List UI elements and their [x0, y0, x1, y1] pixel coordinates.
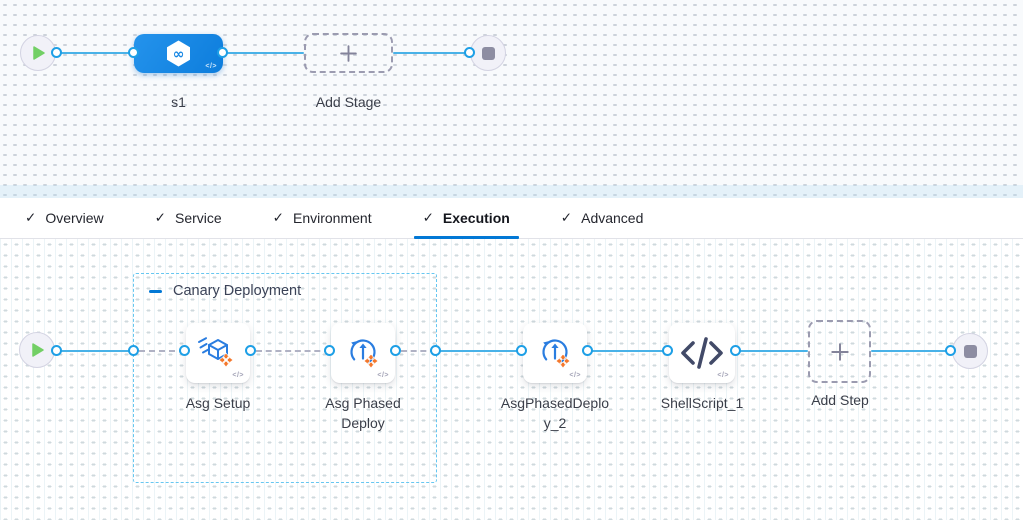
- node-port[interactable]: [662, 345, 673, 356]
- check-icon: ✓: [422, 210, 434, 226]
- group-title: Canary Deployment: [173, 283, 302, 299]
- tab-service[interactable]: ✓ Service: [146, 198, 231, 238]
- check-icon: ✓: [154, 210, 166, 226]
- tab-advanced[interactable]: ✓ Advanced: [552, 198, 653, 238]
- step-card-asg-phased-deploy[interactable]: </>: [331, 323, 395, 383]
- node-port[interactable]: [430, 345, 441, 356]
- node-port[interactable]: [582, 345, 593, 356]
- connector-line: [436, 350, 522, 352]
- stage-graph-canvas[interactable]: ∞ </> s1 Add Stage: [0, 0, 1023, 198]
- step-code-badge: </>: [569, 372, 581, 379]
- shell-script-code-icon: [681, 337, 723, 369]
- connector-line: [223, 52, 304, 54]
- svg-text:∞: ∞: [173, 47, 185, 63]
- node-port[interactable]: [516, 345, 527, 356]
- connector-line: [588, 350, 668, 352]
- node-port[interactable]: [51, 345, 62, 356]
- stop-icon: [481, 46, 495, 60]
- step-label: Asg Setup: [185, 395, 251, 411]
- node-port[interactable]: [179, 345, 190, 356]
- node-port[interactable]: [245, 345, 256, 356]
- execution-graph-canvas[interactable]: Canary Deployment: [0, 239, 1023, 520]
- dashed-connector-line: [139, 350, 185, 352]
- check-icon: ✓: [560, 210, 573, 226]
- connector-line: [57, 350, 134, 352]
- node-port[interactable]: [945, 345, 956, 356]
- canary-deployment-group-header: Canary Deployment: [149, 283, 301, 299]
- connector-line: [393, 52, 470, 54]
- node-port[interactable]: [730, 345, 741, 356]
- stage-name-label: s1: [171, 94, 186, 110]
- node-port[interactable]: [128, 47, 139, 58]
- stage-node-s1[interactable]: ∞ </>: [134, 34, 223, 73]
- pipeline-start-node: [20, 35, 56, 71]
- stage-code-badge: </>: [205, 63, 217, 70]
- step-card-shellscript-1[interactable]: </>: [669, 323, 735, 383]
- deploy-stage-hexagon-icon: ∞: [167, 40, 190, 67]
- step-label: ShellScript_1: [660, 395, 744, 411]
- execution-end-node: [952, 333, 988, 369]
- add-step-button[interactable]: [808, 320, 871, 383]
- asg-setup-launch-cube-icon: [198, 337, 234, 368]
- dashed-connector-line: [256, 350, 330, 352]
- connector-line: [871, 350, 951, 352]
- pipeline-end-node: [470, 35, 506, 71]
- node-port[interactable]: [128, 345, 139, 356]
- node-port[interactable]: [324, 345, 335, 356]
- step-code-badge: </>: [377, 372, 389, 379]
- asg-phased-deploy-circle-arrow-icon: [542, 339, 571, 369]
- tab-label: Execution: [442, 210, 510, 226]
- tab-environment[interactable]: ✓ Environment: [264, 198, 381, 238]
- dashed-connector-line: [401, 350, 436, 352]
- asg-phased-deploy-circle-arrow-icon: [350, 339, 379, 369]
- step-label: AsgPhasedDeploy_2: [500, 395, 610, 431]
- tab-label: Environment: [292, 210, 372, 226]
- step-card-asg-phased-deploy-2[interactable]: </>: [523, 323, 587, 383]
- node-port[interactable]: [51, 47, 62, 58]
- canary-deployment-group-box: [133, 273, 437, 483]
- add-stage-label: Add Stage: [315, 94, 382, 110]
- step-card-asg-setup[interactable]: </>: [186, 323, 250, 383]
- play-icon: [33, 46, 45, 60]
- connector-line: [736, 350, 808, 352]
- plus-icon: [340, 44, 357, 62]
- plus-icon: [830, 342, 849, 361]
- stage-config-tabbar: ✓ Overview ✓ Service ✓ Environment ✓ Exe…: [0, 198, 1023, 239]
- check-icon: ✓: [272, 210, 284, 226]
- step-code-badge: </>: [717, 372, 729, 379]
- tab-execution[interactable]: ✓ Execution: [413, 198, 520, 239]
- check-icon: ✓: [25, 210, 37, 226]
- stop-icon: [963, 344, 977, 358]
- node-port[interactable]: [464, 47, 475, 58]
- step-code-badge: </>: [232, 372, 244, 379]
- tab-label: Service: [174, 210, 222, 226]
- node-port[interactable]: [390, 345, 401, 356]
- collapse-group-icon[interactable]: [149, 289, 162, 293]
- node-port[interactable]: [217, 47, 228, 58]
- play-icon: [32, 343, 44, 357]
- tab-overview[interactable]: ✓ Overview: [16, 198, 113, 238]
- tab-label: Advanced: [581, 210, 644, 226]
- tab-label: Overview: [45, 210, 104, 226]
- connector-line: [57, 52, 134, 54]
- step-label: Asg Phased Deploy: [325, 395, 401, 431]
- add-step-label: Add Step: [811, 392, 869, 408]
- execution-start-node: [19, 332, 55, 368]
- add-stage-button[interactable]: [304, 33, 393, 73]
